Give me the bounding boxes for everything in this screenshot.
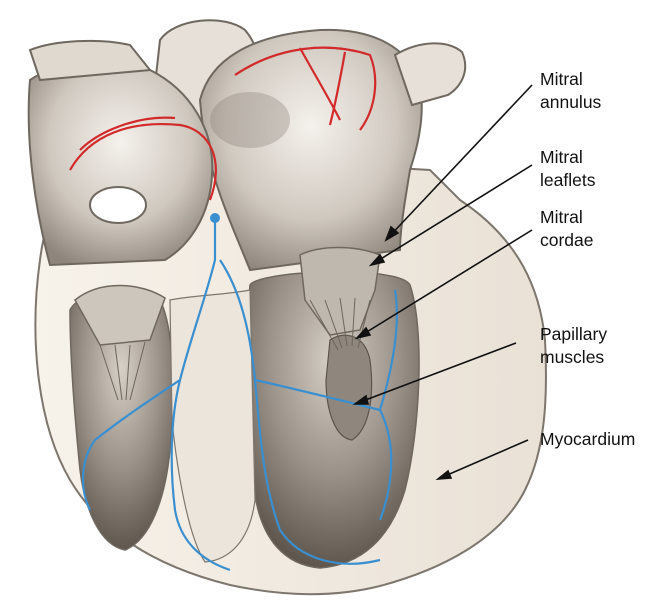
label-mitral-leaflets: Mitral leaflets — [540, 146, 595, 192]
label-mitral-annulus: Mitral annulus — [540, 68, 601, 114]
label-mitral-cordae: Mitral cordae — [540, 206, 594, 252]
coronary-sinus-opening — [90, 187, 146, 223]
label-papillary-muscles: Papillary muscles — [540, 323, 607, 369]
label-myocardium: Myocardium — [540, 428, 635, 451]
av-node — [210, 213, 220, 223]
atrial-shadow — [210, 92, 290, 148]
